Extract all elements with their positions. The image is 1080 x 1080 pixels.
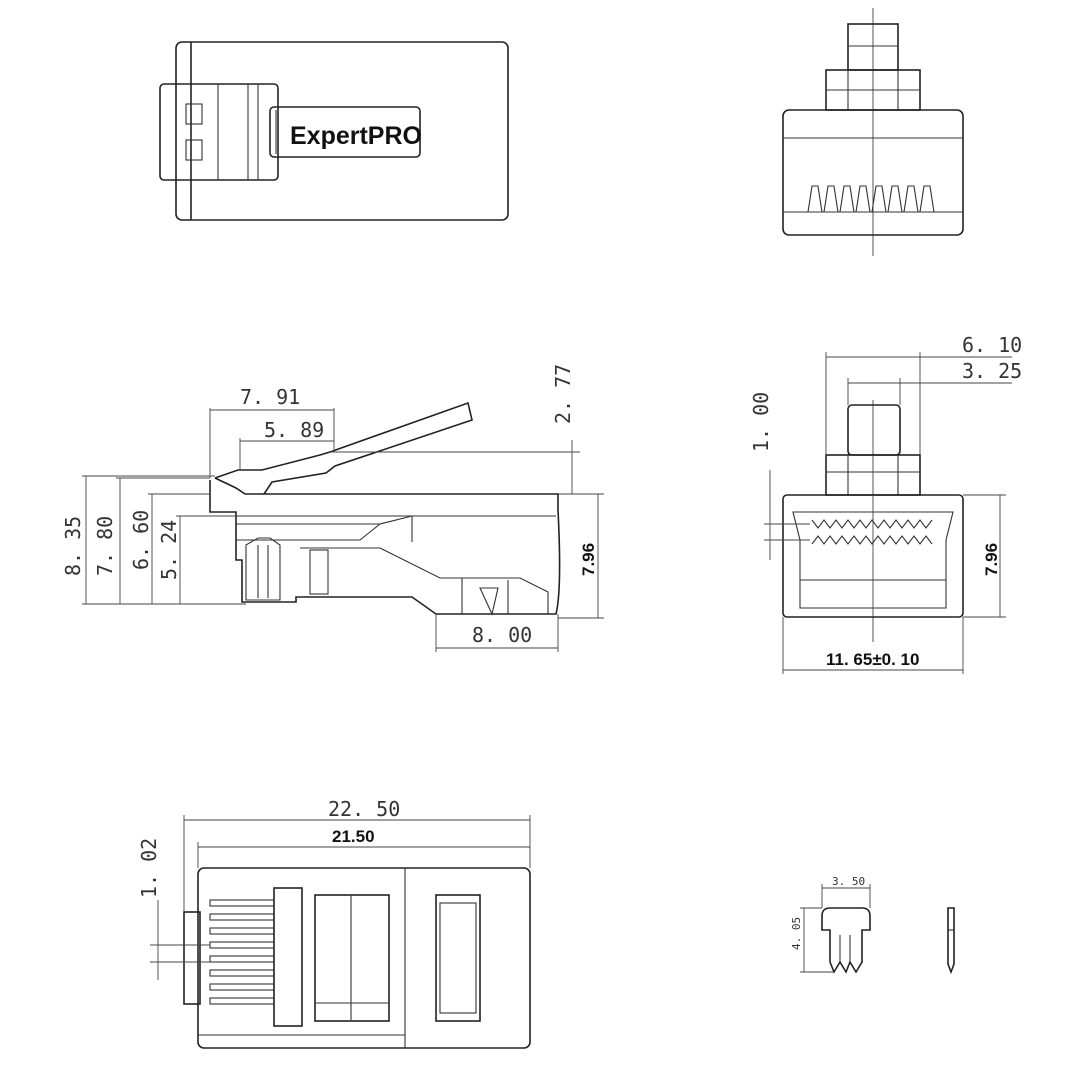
dim-6-10: 6. 10 [962,333,1022,357]
dim-1-02: 1. 02 [137,838,161,898]
dim-7-96-side: 7.96 [579,543,598,576]
dim-11-65: 11. 65±0. 10 [826,650,919,669]
dim-4-05: 4. 05 [790,917,803,950]
contact-front [821,907,871,974]
dim-5-89: 5. 89 [264,418,324,442]
rear-view [782,8,964,256]
bottom-view: 22. 50 21.50 1. 02 [137,797,531,1049]
dim-5-24: 5. 24 [157,520,181,580]
brand-label-box [269,106,421,158]
dim-8-00: 8. 00 [472,623,532,647]
dim-7-96-front: 7.96 [982,543,1001,576]
top-view-latch [159,83,279,181]
side-view: 7. 91 5. 89 2. 77 7.96 8. 35 7. 80 6. 60… [61,364,604,652]
dim-1-00: 1. 00 [749,392,773,452]
top-view: ExpertPRO [159,41,509,221]
dim-2-77: 2. 77 [551,364,575,424]
dim-3-25: 3. 25 [962,359,1022,383]
rear-view-contacts [807,185,935,213]
bottom-view-contacts [209,899,275,1005]
contact-side [947,907,955,975]
side-view-contact [245,537,281,601]
dim-6-60: 6. 60 [129,510,153,570]
side-view-body [209,477,561,615]
dim-22-50: 22. 50 [328,797,400,821]
front-view-contacts [811,519,933,545]
dim-21-50: 21.50 [332,827,375,846]
dim-3-50: 3. 50 [832,875,865,888]
side-view-latch [214,401,473,495]
dim-7-80: 7. 80 [93,516,117,576]
rear-view-body [782,109,964,236]
brand-label: ExpertPRO [290,122,422,150]
front-view-body [782,494,964,618]
front-view: 6. 10 3. 25 1. 00 7.96 11. 65±0. 10 [749,333,1022,674]
top-view-body [175,41,509,221]
dim-8-35: 8. 35 [61,516,85,576]
dim-7-91: 7. 91 [240,385,300,409]
bottom-view-body [197,867,531,1049]
contact-detail: 3. 50 4. 05 [790,875,955,975]
